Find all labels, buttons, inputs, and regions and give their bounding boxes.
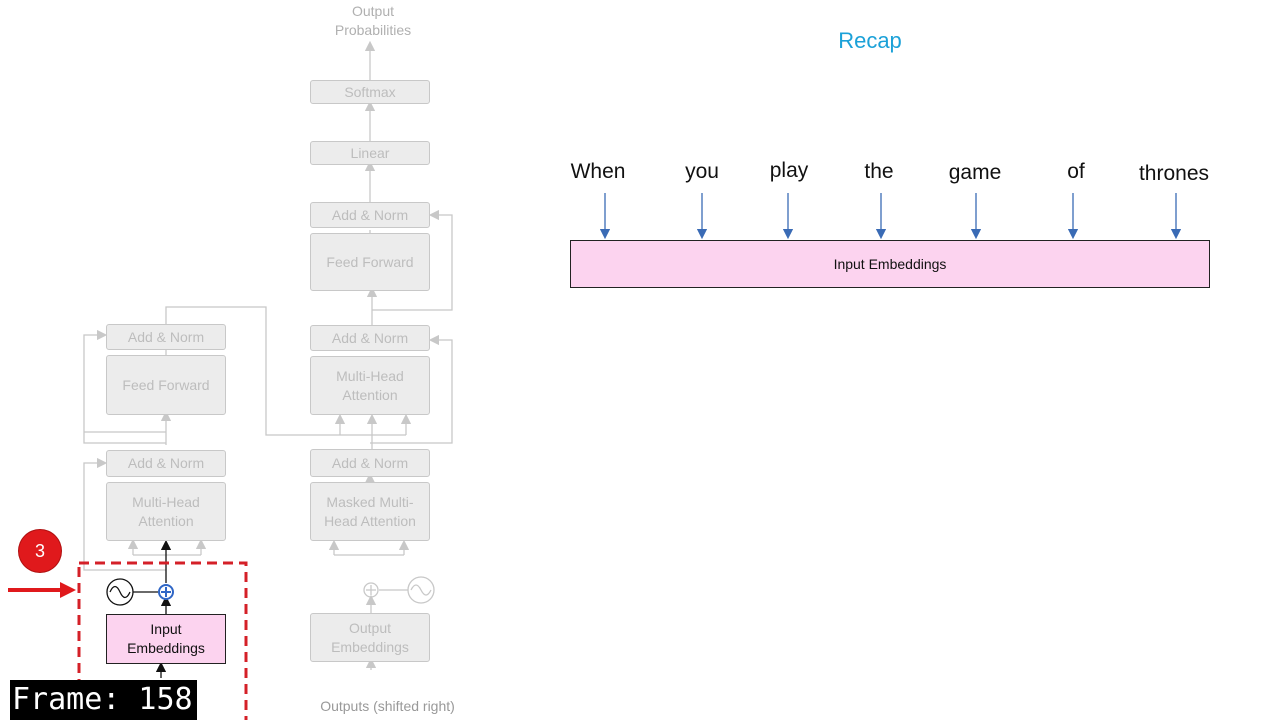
decoder-add-norm-3: Add & Norm (310, 202, 430, 228)
recap-word: When (570, 160, 626, 183)
recap-word: thrones (1138, 162, 1210, 185)
recap-word: the (864, 160, 894, 183)
encoder-add-norm-1: Add & Norm (106, 450, 226, 477)
input-embeddings-box: Input Embeddings (106, 614, 226, 664)
word-arrows (599, 193, 1182, 240)
decoder-add-norm-1: Add & Norm (310, 449, 430, 477)
decoder-multi-head-attention: Multi-Head Attention (310, 356, 430, 415)
encoder-feed-forward: Feed Forward (106, 355, 226, 415)
frame-counter: Frame: 158 (10, 680, 197, 720)
decoder-add-norm-2: Add & Norm (310, 325, 430, 351)
output-probabilities-label: Output Probabilities (334, 3, 412, 38)
softmax-box: Softmax (310, 80, 430, 104)
recap-word: play (769, 159, 809, 182)
encoder-add-norm-2: Add & Norm (106, 324, 226, 350)
linear-box: Linear (310, 141, 430, 165)
recap-word: you (685, 160, 719, 183)
output-embeddings-box: Output Embeddings (310, 613, 430, 662)
input-embeddings-bar: Input Embeddings (570, 240, 1210, 288)
step-number-badge: 3 (19, 530, 61, 572)
masked-multi-head-attention: Masked Multi- Head Attention (310, 482, 430, 541)
outputs-shifted-right-label: Outputs (shifted right) (320, 698, 455, 714)
encoder-multi-head-attention: Multi-Head Attention (106, 482, 226, 541)
recap-title: Recap (838, 28, 902, 53)
encoder-connectors (83, 329, 207, 571)
recap-word: game (948, 161, 1002, 184)
recap-word: of (1067, 160, 1085, 183)
decoder-feed-forward: Feed Forward (310, 233, 430, 291)
highlight-dashed-box (77, 561, 248, 720)
